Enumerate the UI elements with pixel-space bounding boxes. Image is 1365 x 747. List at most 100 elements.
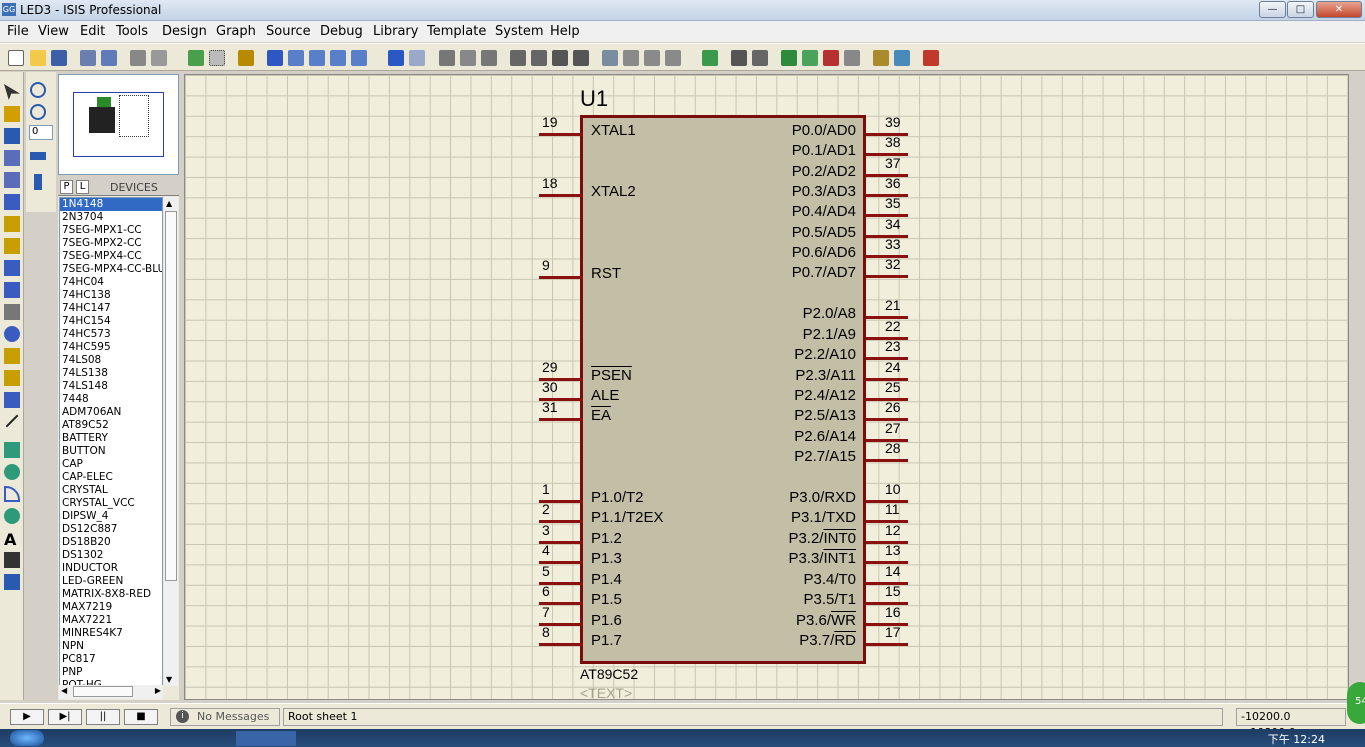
device-list-item[interactable]: MINRES4K7 <box>62 627 123 639</box>
device-list-item[interactable]: 74LS08 <box>62 354 102 366</box>
current-probe-icon[interactable] <box>4 370 20 386</box>
block-copy-icon[interactable] <box>510 50 526 66</box>
subcircuit-icon[interactable] <box>4 216 20 232</box>
bus-icon[interactable] <box>4 194 20 210</box>
origin-icon[interactable] <box>238 50 254 66</box>
start-orb-icon[interactable] <box>10 730 44 746</box>
device-list-item[interactable]: CRYSTAL <box>62 484 108 496</box>
device-list-item[interactable]: ADM706AN <box>62 406 122 418</box>
device-list-item[interactable]: 74HC154 <box>62 315 111 327</box>
arc-icon[interactable] <box>4 486 20 502</box>
remove-sheet-icon[interactable] <box>823 50 839 66</box>
menu-debug[interactable]: Debug <box>320 24 363 39</box>
text-icon[interactable]: A <box>4 530 17 549</box>
rotation-angle-input[interactable]: 0 <box>29 125 53 140</box>
zoom-all-icon[interactable] <box>330 50 346 66</box>
device-list-item[interactable]: 7SEG-MPX1-CC <box>62 224 142 236</box>
device-list-item[interactable]: 2N3704 <box>62 211 104 223</box>
junction-dot-icon[interactable] <box>4 128 20 144</box>
device-list-item[interactable]: 74HC04 <box>62 276 104 288</box>
device-list-item[interactable]: 7448 <box>62 393 89 405</box>
device-list-item[interactable]: 7SEG-MPX4-CC <box>62 250 142 262</box>
wire-label-icon[interactable] <box>4 150 20 166</box>
device-list-item[interactable]: 1N4148 <box>60 198 162 211</box>
import-icon[interactable] <box>80 50 96 66</box>
wire-autorouter-icon[interactable] <box>702 50 718 66</box>
component-refdes[interactable]: U1 <box>580 86 609 111</box>
rotate-ccw-icon[interactable] <box>30 104 46 120</box>
at89c52-body[interactable] <box>580 115 866 664</box>
package-tool-icon[interactable] <box>644 50 660 66</box>
export-icon[interactable] <box>101 50 117 66</box>
mirror-x-icon[interactable] <box>30 152 46 160</box>
graph-mode-icon[interactable] <box>4 282 20 298</box>
electrical-check-icon[interactable] <box>894 50 910 66</box>
close-button[interactable]: ✕ <box>1316 1 1362 18</box>
menu-file[interactable]: File <box>7 24 29 39</box>
line-icon[interactable] <box>5 414 19 428</box>
zoom-area-icon[interactable] <box>351 50 367 66</box>
device-list-item[interactable]: PC817 <box>62 653 96 665</box>
menu-tools[interactable]: Tools <box>116 24 149 39</box>
device-list-item[interactable]: 74HC147 <box>62 302 111 314</box>
selection-mode-icon[interactable] <box>4 84 20 100</box>
menu-edit[interactable]: Edit <box>80 24 106 39</box>
terminals-icon[interactable] <box>4 238 20 254</box>
device-list-item[interactable]: MAX7219 <box>62 601 113 613</box>
pause-button[interactable]: || <box>86 709 120 725</box>
undo-icon[interactable] <box>388 50 404 66</box>
menu-template[interactable]: Template <box>427 24 487 39</box>
device-list-item[interactable]: 7SEG-MPX4-CC-BLU <box>62 263 163 275</box>
component-text-placeholder[interactable]: <TEXT> <box>580 685 633 701</box>
play-button[interactable]: ▶ <box>10 709 44 725</box>
path-icon[interactable] <box>4 508 20 524</box>
menu-view[interactable]: View <box>38 24 69 39</box>
virtual-instruments-icon[interactable] <box>4 392 20 408</box>
new-file-icon[interactable] <box>8 50 24 66</box>
tape-recorder-icon[interactable] <box>4 304 20 320</box>
device-list-vscroll[interactable]: ▲ ▼ <box>164 197 178 686</box>
rotate-cw-icon[interactable] <box>30 82 46 98</box>
messages-panel[interactable]: i No Messages <box>170 708 280 726</box>
stop-button[interactable]: ■ <box>124 709 158 725</box>
notification-badge[interactable]: 54 <box>1347 682 1365 724</box>
device-list-item[interactable]: NPN <box>62 640 85 652</box>
device-list-item[interactable]: BUTTON <box>62 445 106 457</box>
device-list-item[interactable]: DIPSW_4 <box>62 510 109 522</box>
component-part-name[interactable]: AT89C52 <box>580 666 639 682</box>
pick-devices-button[interactable]: P <box>60 180 73 194</box>
open-folder-icon[interactable] <box>30 50 46 66</box>
bill-of-materials-icon[interactable] <box>873 50 889 66</box>
device-list-item[interactable]: DS1302 <box>62 549 104 561</box>
ares-icon[interactable] <box>923 50 939 66</box>
grid-icon[interactable] <box>209 50 225 66</box>
print-area-icon[interactable] <box>151 50 167 66</box>
symbol-icon[interactable] <box>4 552 20 568</box>
menu-library[interactable]: Library <box>373 24 419 39</box>
device-list-hscroll[interactable]: ◀ ▶ <box>59 685 163 699</box>
refresh-icon[interactable] <box>188 50 204 66</box>
device-list-item[interactable]: 74HC595 <box>62 341 111 353</box>
pick-device-icon[interactable] <box>602 50 618 66</box>
new-sheet-icon[interactable] <box>781 50 797 66</box>
scroll-thumb[interactable] <box>165 211 177 581</box>
scroll-up-icon[interactable]: ▲ <box>166 199 173 208</box>
paste-icon[interactable] <box>481 50 497 66</box>
device-list-item[interactable]: DS18B20 <box>62 536 111 548</box>
zoom-out-icon[interactable] <box>309 50 325 66</box>
menu-system[interactable]: System <box>495 24 544 39</box>
make-device-icon[interactable] <box>623 50 639 66</box>
block-move-icon[interactable] <box>531 50 547 66</box>
marker-icon[interactable] <box>4 574 20 590</box>
text-script-icon[interactable] <box>4 172 20 188</box>
device-list-item[interactable]: PNP <box>62 666 83 678</box>
hscroll-thumb[interactable] <box>73 686 133 697</box>
device-list-item[interactable]: LED-GREEN <box>62 575 124 587</box>
print-icon[interactable] <box>130 50 146 66</box>
device-list-item[interactable]: INDUCTOR <box>62 562 119 574</box>
save-icon[interactable] <box>51 50 67 66</box>
library-manager-button[interactable]: L <box>76 180 89 194</box>
mirror-y-icon[interactable] <box>34 174 42 190</box>
device-list-item[interactable]: 74LS148 <box>62 380 108 392</box>
